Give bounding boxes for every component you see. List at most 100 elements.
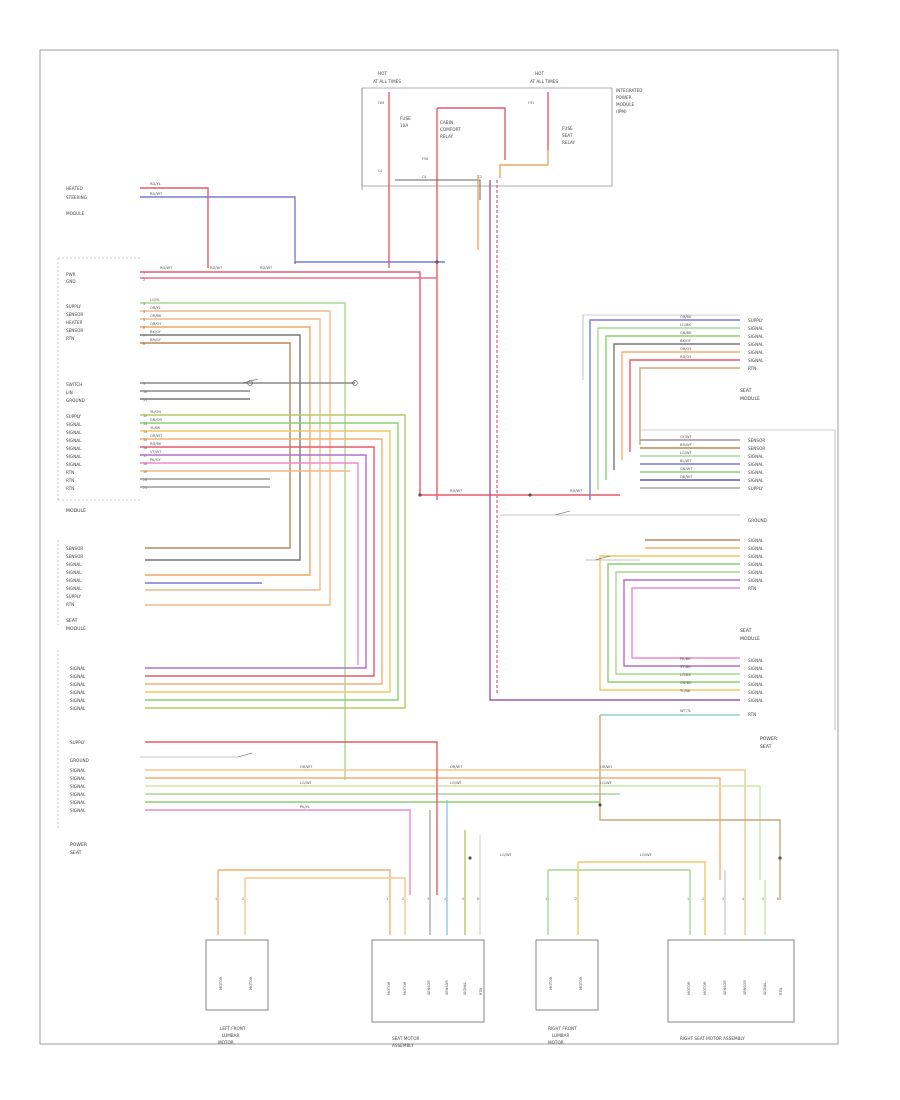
- svg-text:16: 16: [143, 446, 147, 450]
- svg-text:MOTOR: MOTOR: [218, 1040, 234, 1045]
- svg-text:8: 8: [143, 342, 145, 346]
- svg-text:SIGNAL: SIGNAL: [748, 546, 764, 551]
- svg-text:5: 5: [762, 897, 764, 901]
- svg-text:SIGNAL: SIGNAL: [70, 768, 86, 773]
- svg-text:PWR: PWR: [66, 272, 76, 277]
- svg-text:10: 10: [143, 390, 147, 394]
- svg-text:6: 6: [777, 897, 779, 901]
- svg-text:OR/BK: OR/BK: [150, 314, 162, 318]
- svg-text:RD/BK: RD/BK: [150, 442, 162, 446]
- wire-red-top-left: [140, 187, 209, 268]
- wire-long-purple: [489, 180, 740, 701]
- svg-text:F60: F60: [378, 101, 384, 105]
- wire-r3-yel: [599, 555, 740, 691]
- svg-text:SIGNAL: SIGNAL: [66, 422, 82, 427]
- wire-bus-yel: [145, 769, 746, 880]
- svg-text:MOTOR: MOTOR: [703, 981, 707, 995]
- svg-text:SENSOR: SENSOR: [748, 438, 765, 443]
- svg-text:RTN: RTN: [66, 470, 74, 475]
- svg-text:LG/BK: LG/BK: [680, 673, 691, 677]
- svg-text:GROUND: GROUND: [748, 518, 767, 523]
- svg-text:SENSOR: SENSOR: [445, 980, 449, 995]
- svg-text:OR/GY: OR/GY: [680, 347, 692, 351]
- svg-text:RTN: RTN: [779, 988, 783, 995]
- svg-text:SEAT: SEAT: [740, 388, 752, 394]
- svg-text:RD/YL: RD/YL: [150, 182, 161, 186]
- wire-bus-ltgrn: [145, 785, 761, 880]
- svg-text:F95: F95: [528, 101, 534, 105]
- svg-text:SIGNAL: SIGNAL: [748, 562, 764, 567]
- right-module-text: SUPPLY SIGNAL SIGNAL SIGNAL SIGNAL SIGNA…: [740, 318, 778, 750]
- wire-pink: [140, 462, 359, 665]
- wire-org-4: [140, 438, 383, 685]
- svg-text:MOTOR: MOTOR: [387, 981, 391, 995]
- svg-text:POWER: POWER: [760, 736, 778, 742]
- svg-text:RTN: RTN: [748, 586, 756, 591]
- right-module-frame-1: [582, 314, 740, 380]
- wire-grn-1: [140, 422, 399, 701]
- svg-text:RD/WT: RD/WT: [570, 489, 583, 493]
- svg-text:2: 2: [242, 897, 244, 901]
- svg-text:MODULE: MODULE: [740, 636, 760, 642]
- svg-text:SENSOR: SENSOR: [748, 446, 765, 451]
- svg-text:GN/OR: GN/OR: [150, 418, 163, 422]
- wire-blue-top-left: [140, 196, 445, 263]
- wire-r-ltgrn: [597, 327, 740, 490]
- svg-text:4: 4: [444, 897, 446, 901]
- svg-text:SIGNAL: SIGNAL: [763, 982, 767, 995]
- wire-yel-1: [140, 430, 391, 693]
- svg-text:STEERING: STEERING: [66, 195, 87, 200]
- svg-text:AT ALL TIMES: AT ALL TIMES: [530, 79, 558, 84]
- pin-markers: [247, 260, 782, 860]
- svg-text:SIGNAL: SIGNAL: [70, 792, 86, 797]
- svg-text:3: 3: [722, 897, 724, 901]
- svg-text:RD/WT: RD/WT: [160, 266, 173, 270]
- left-module-text: HEATED STEERING MODULE PWR GND SUPPLY SE…: [66, 186, 89, 856]
- svg-text:DB/WT: DB/WT: [680, 475, 693, 479]
- wire-bus-red: [145, 741, 438, 895]
- svg-text:RELAY: RELAY: [562, 140, 576, 145]
- svg-text:MOTOR: MOTOR: [579, 976, 583, 990]
- svg-text:MOTOR: MOTOR: [687, 981, 691, 995]
- svg-text:9: 9: [143, 382, 145, 386]
- svg-text:SIGNAL: SIGNAL: [748, 342, 764, 347]
- svg-text:SIGNAL: SIGNAL: [66, 438, 82, 443]
- svg-text:MOTOR: MOTOR: [219, 976, 223, 990]
- svg-text:2: 2: [575, 897, 577, 901]
- svg-text:SENSOR: SENSOR: [66, 546, 83, 551]
- svg-text:RTN: RTN: [748, 712, 756, 717]
- svg-text:SWITCH: SWITCH: [66, 382, 82, 387]
- svg-text:OR/WT: OR/WT: [450, 765, 463, 769]
- svg-text:GROUND: GROUND: [66, 398, 85, 403]
- svg-text:SIGNAL: SIGNAL: [748, 470, 764, 475]
- svg-text:OR/BK: OR/BK: [680, 315, 692, 319]
- svg-text:SUPPLY: SUPPLY: [70, 740, 86, 745]
- wire-r3-ltgrn: [615, 571, 740, 675]
- svg-text:MOTOR: MOTOR: [249, 976, 253, 990]
- svg-text:RD/WT: RD/WT: [450, 489, 463, 493]
- svg-text:RTN: RTN: [748, 366, 756, 371]
- svg-text:1: 1: [545, 897, 547, 901]
- svg-text:OR/GY: OR/GY: [150, 322, 162, 326]
- svg-text:1: 1: [386, 897, 388, 901]
- svg-text:FUSE: FUSE: [562, 126, 573, 131]
- wire-drop-7: [548, 869, 691, 935]
- svg-text:SIGNAL: SIGNAL: [748, 358, 764, 363]
- svg-text:POWER: POWER: [70, 842, 88, 848]
- wire-r-blk: [613, 343, 740, 470]
- bottom-modules: LEFT FRONT LUMBAR MOTOR SEAT MOTOR ASSEM…: [205, 897, 795, 1048]
- svg-text:OR/WT: OR/WT: [600, 765, 613, 769]
- svg-text:LG/BK: LG/BK: [680, 323, 691, 327]
- svg-text:SIGNAL: SIGNAL: [748, 478, 764, 483]
- svg-text:MOTOR: MOTOR: [549, 976, 553, 990]
- svg-text:YL/BK: YL/BK: [150, 426, 161, 430]
- svg-text:SIGNAL: SIGNAL: [748, 454, 764, 459]
- svg-text:BL/WT: BL/WT: [680, 459, 692, 463]
- svg-text:CABIN: CABIN: [440, 120, 453, 125]
- wires: [140, 92, 781, 935]
- svg-text:PK/BK: PK/BK: [680, 657, 691, 661]
- svg-text:SIGNAL: SIGNAL: [748, 462, 764, 467]
- svg-text:LG/WT: LG/WT: [300, 781, 313, 785]
- svg-text:15: 15: [143, 438, 147, 442]
- svg-text:SENSOR: SENSOR: [66, 554, 83, 559]
